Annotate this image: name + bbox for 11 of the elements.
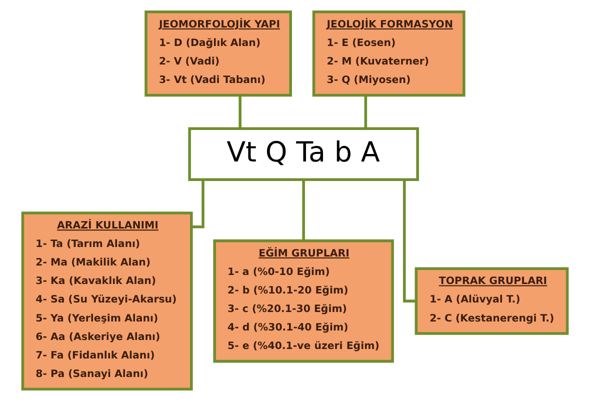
connector — [191, 180, 204, 228]
node-box: JEOLOJİK FORMASYON 1- E (Eosen) 2- M (Kuvaterner) 3- Q (Miyosen) — [312, 10, 465, 97]
connector — [302, 180, 304, 241]
connector — [364, 95, 367, 128]
node-box: EĞİM GRUPLARI 1- a (%0-10 Eğim) 2- b (%10.1-20 Eğim) 3- c (%20.1-30 Eğim) 4- d (%30.1-40 Eğim) 5- e (%40.1-ve üzeri Eğim) — [212, 239, 394, 363]
node-box: JEOMORFOLOJİK YAPI 1- D (Dağlık Alan) 2- V (Vadi) 3- Vt (Vadi Tabanı) — [144, 10, 292, 97]
connector — [402, 180, 416, 302]
node-box: ARAZİ KULLANIMI 1- Ta (Tarım Alanı) 2- Ma (Makilik Alan) 3- Ka (Kavaklık Alan) 4- Sa (Su Yüzeyi-Akarsu) 5- Ya (Yerleşim Alanı) 6- Aa (Askeriye Alanı) 7- Fa (Fidanlık Alanı) 8- Pa (Sanayi Alanı) — [20, 212, 192, 391]
connector — [238, 95, 241, 128]
node-box: TOPRAK GRUPLARI 1- A (Alüvyal T.) 2- C (Kestanerengi T.) — [414, 267, 568, 335]
node-box: Vt Q Ta b A — [188, 127, 418, 182]
